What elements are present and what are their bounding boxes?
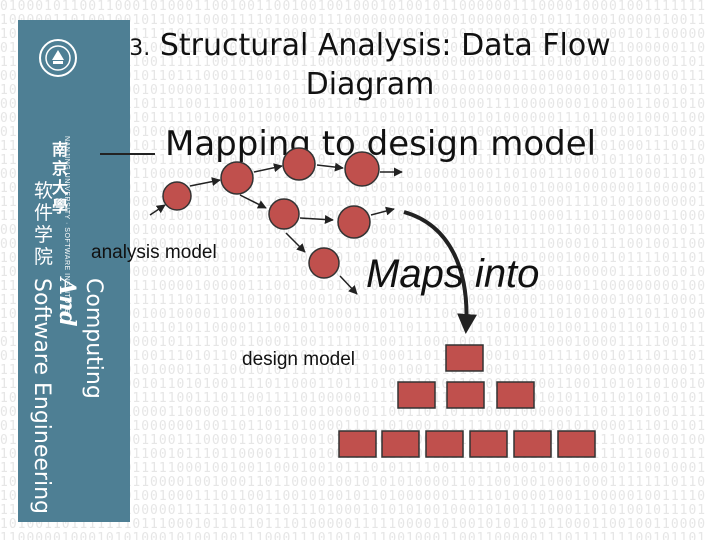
sidebar: 南京大學 NANJING UNIVERSITY · SOFTWARE INSTI… xyxy=(18,20,130,522)
design-box xyxy=(397,381,436,409)
process-node xyxy=(268,198,300,230)
slide-subtitle: Mapping to design model xyxy=(165,124,597,164)
title-number: 3. xyxy=(129,36,151,61)
design-box xyxy=(381,430,420,458)
process-node xyxy=(282,147,316,181)
design-box xyxy=(469,430,508,458)
flow-arrow xyxy=(299,215,334,225)
flow-arrow xyxy=(149,204,166,216)
process-node xyxy=(344,151,380,187)
flow-arrow xyxy=(316,162,344,172)
dept-name-cn: 软件学院 xyxy=(34,180,54,268)
design-box xyxy=(445,344,484,372)
design-box xyxy=(496,381,535,409)
flow-arrow xyxy=(370,206,395,216)
analysis-model-label: analysis model xyxy=(91,242,217,263)
flow-arrow xyxy=(339,275,358,295)
design-model-label: design model xyxy=(242,349,356,370)
design-box xyxy=(338,430,377,458)
maps-into-label: Maps into xyxy=(366,252,540,296)
flow-arrow xyxy=(189,177,221,187)
title-text: Structural Analysis: Data Flow Diagram xyxy=(159,28,611,102)
design-box xyxy=(425,430,464,458)
flow-arrow xyxy=(285,232,306,253)
flow-arrow xyxy=(253,163,283,173)
design-box xyxy=(446,381,485,409)
process-node xyxy=(162,181,192,211)
slide-title: 3. Structural Analysis: Data Flow Diagra… xyxy=(100,28,640,103)
process-node xyxy=(337,205,371,239)
design-box xyxy=(557,430,596,458)
university-logo-icon xyxy=(39,39,77,77)
design-box xyxy=(513,430,552,458)
process-node xyxy=(220,161,254,195)
process-node xyxy=(308,247,340,279)
flow-arrow xyxy=(239,194,267,209)
subtitle-dash xyxy=(100,153,155,155)
school-name-cn: 南京大學 xyxy=(52,140,69,216)
maps-into-arrow xyxy=(403,210,478,334)
